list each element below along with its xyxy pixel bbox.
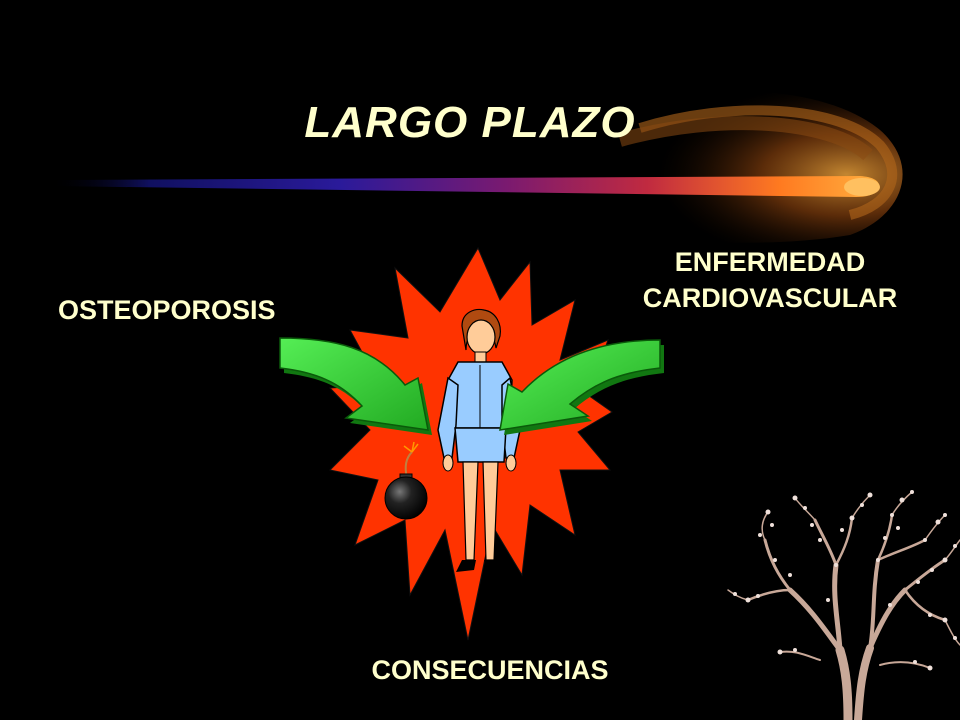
curved-arrow-left-down-icon [499,339,664,435]
label-osteoporosis: OSTEOPOROSIS [58,295,276,325]
label-consequences: CONSECUENCIAS [371,655,609,685]
woman-figure-clipart [437,308,521,572]
comet-swoosh-graphic [50,91,903,243]
slide-title-text: LARGO PLAZO [304,98,636,147]
tree-blossoms [733,490,957,671]
label-cardiovascular-disease: ENFERMEDAD CARDIOVASCULAR [600,244,940,316]
label-cardiovascular-line1: ENFERMEDAD [674,247,866,277]
label-cardiovascular-line2: CARDIOVASCULAR [642,283,898,313]
bomb-icon [384,441,428,520]
slide-title: LARGO PLAZO [0,98,960,148]
curved-arrow-right-down-icon [279,337,432,435]
bare-tree-clipart [727,491,960,720]
